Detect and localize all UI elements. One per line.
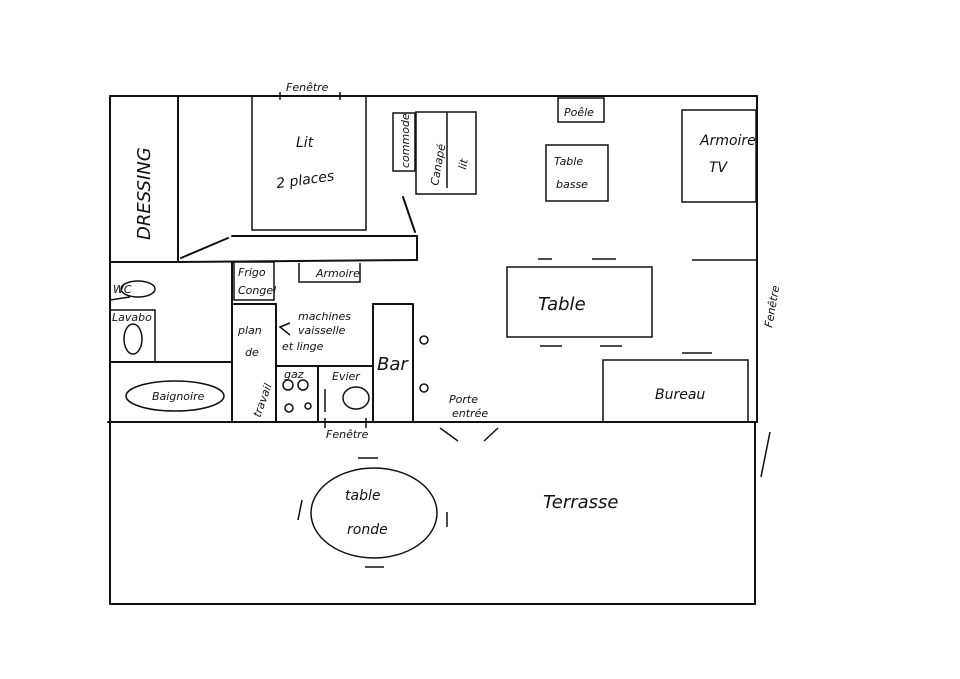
- coffee-table-label-1: Table: [554, 155, 583, 168]
- bar-label: Bar: [377, 354, 409, 375]
- wc-label: WC: [113, 283, 132, 296]
- bed-label-1: Lit: [296, 135, 314, 151]
- fridge-label-2: Congel: [238, 284, 276, 297]
- worktop-label-3: travail: [251, 382, 275, 419]
- terrace-edge-mark: [760, 431, 771, 478]
- tv-cabinet: Armoire TV: [681, 109, 757, 203]
- machines-label-1: machines: [298, 310, 351, 323]
- round-table-label-1: table: [345, 488, 380, 504]
- window-top-label: Fenêtre: [286, 81, 329, 94]
- round-table-label-2: ronde: [347, 522, 388, 538]
- coffee-table-label-2: basse: [556, 178, 588, 191]
- window-right-label: Fenêtre: [762, 284, 782, 328]
- walls: [107, 95, 758, 605]
- machines: machines vaisselle et linge: [278, 310, 351, 353]
- machines-label-3: et linge: [282, 340, 324, 353]
- fridge-label-1: Frigo: [238, 266, 266, 279]
- window-bottom-label: Fenêtre: [326, 428, 369, 441]
- stove-label: Poêle: [564, 106, 594, 119]
- worktop-label-2: de: [245, 346, 259, 359]
- entrance-label-1: Porte: [449, 393, 478, 406]
- tv-cabinet-label-2: TV: [709, 160, 729, 176]
- worktop: plan de travail: [237, 324, 275, 419]
- window-bottom: Fenêtre: [324, 418, 369, 441]
- terrace-label: Terrasse: [543, 492, 619, 513]
- kitchen-sink-label: Evier: [332, 370, 361, 383]
- dining-table-label: Table: [538, 294, 586, 315]
- cabinet: Armoire: [298, 263, 361, 283]
- entrance-label-2: entrée: [452, 407, 488, 420]
- bed-label-2: 2 places: [275, 168, 335, 192]
- bathtub-label: Baignoire: [152, 390, 205, 403]
- dressing-label: DRESSING: [134, 147, 155, 240]
- window-top: Fenêtre: [279, 81, 341, 100]
- bathroom-sink-label: Lavabo: [112, 311, 152, 324]
- kitchen-sink: Evier: [324, 370, 370, 412]
- gas-label: gaz: [284, 368, 304, 381]
- bar: Bar: [377, 335, 429, 393]
- desk-label: Bureau: [655, 387, 705, 403]
- window-right: Fenêtre: [762, 284, 782, 328]
- sofa-bed: Canapé lit: [415, 111, 477, 195]
- cabinet-label: Armoire: [315, 267, 360, 280]
- sofa-bed-label-1: Canapé: [428, 143, 448, 187]
- coffee-table: Table basse: [545, 144, 609, 202]
- bed: Lit 2 places: [251, 95, 367, 231]
- bathroom-sink: Lavabo: [109, 309, 156, 363]
- desk: Bureau: [602, 359, 749, 422]
- stove: Poêle: [557, 97, 605, 123]
- entrance-door: Porte entrée: [439, 393, 499, 442]
- fridge: Frigo Congel: [233, 261, 276, 301]
- sofa-bed-label-2: lit: [456, 157, 471, 170]
- round-table: table ronde: [297, 457, 448, 568]
- machines-label-2: vaisselle: [298, 324, 346, 337]
- tv-cabinet-label-1: Armoire: [699, 133, 756, 149]
- gas-hob: gaz: [282, 368, 312, 413]
- wc: WC: [109, 280, 156, 301]
- worktop-label-1: plan: [237, 324, 262, 337]
- dresser: commode: [392, 112, 416, 172]
- dresser-label: commode: [399, 113, 412, 168]
- bathtub: Baignoire: [125, 380, 225, 412]
- dining-table: Table: [506, 258, 756, 354]
